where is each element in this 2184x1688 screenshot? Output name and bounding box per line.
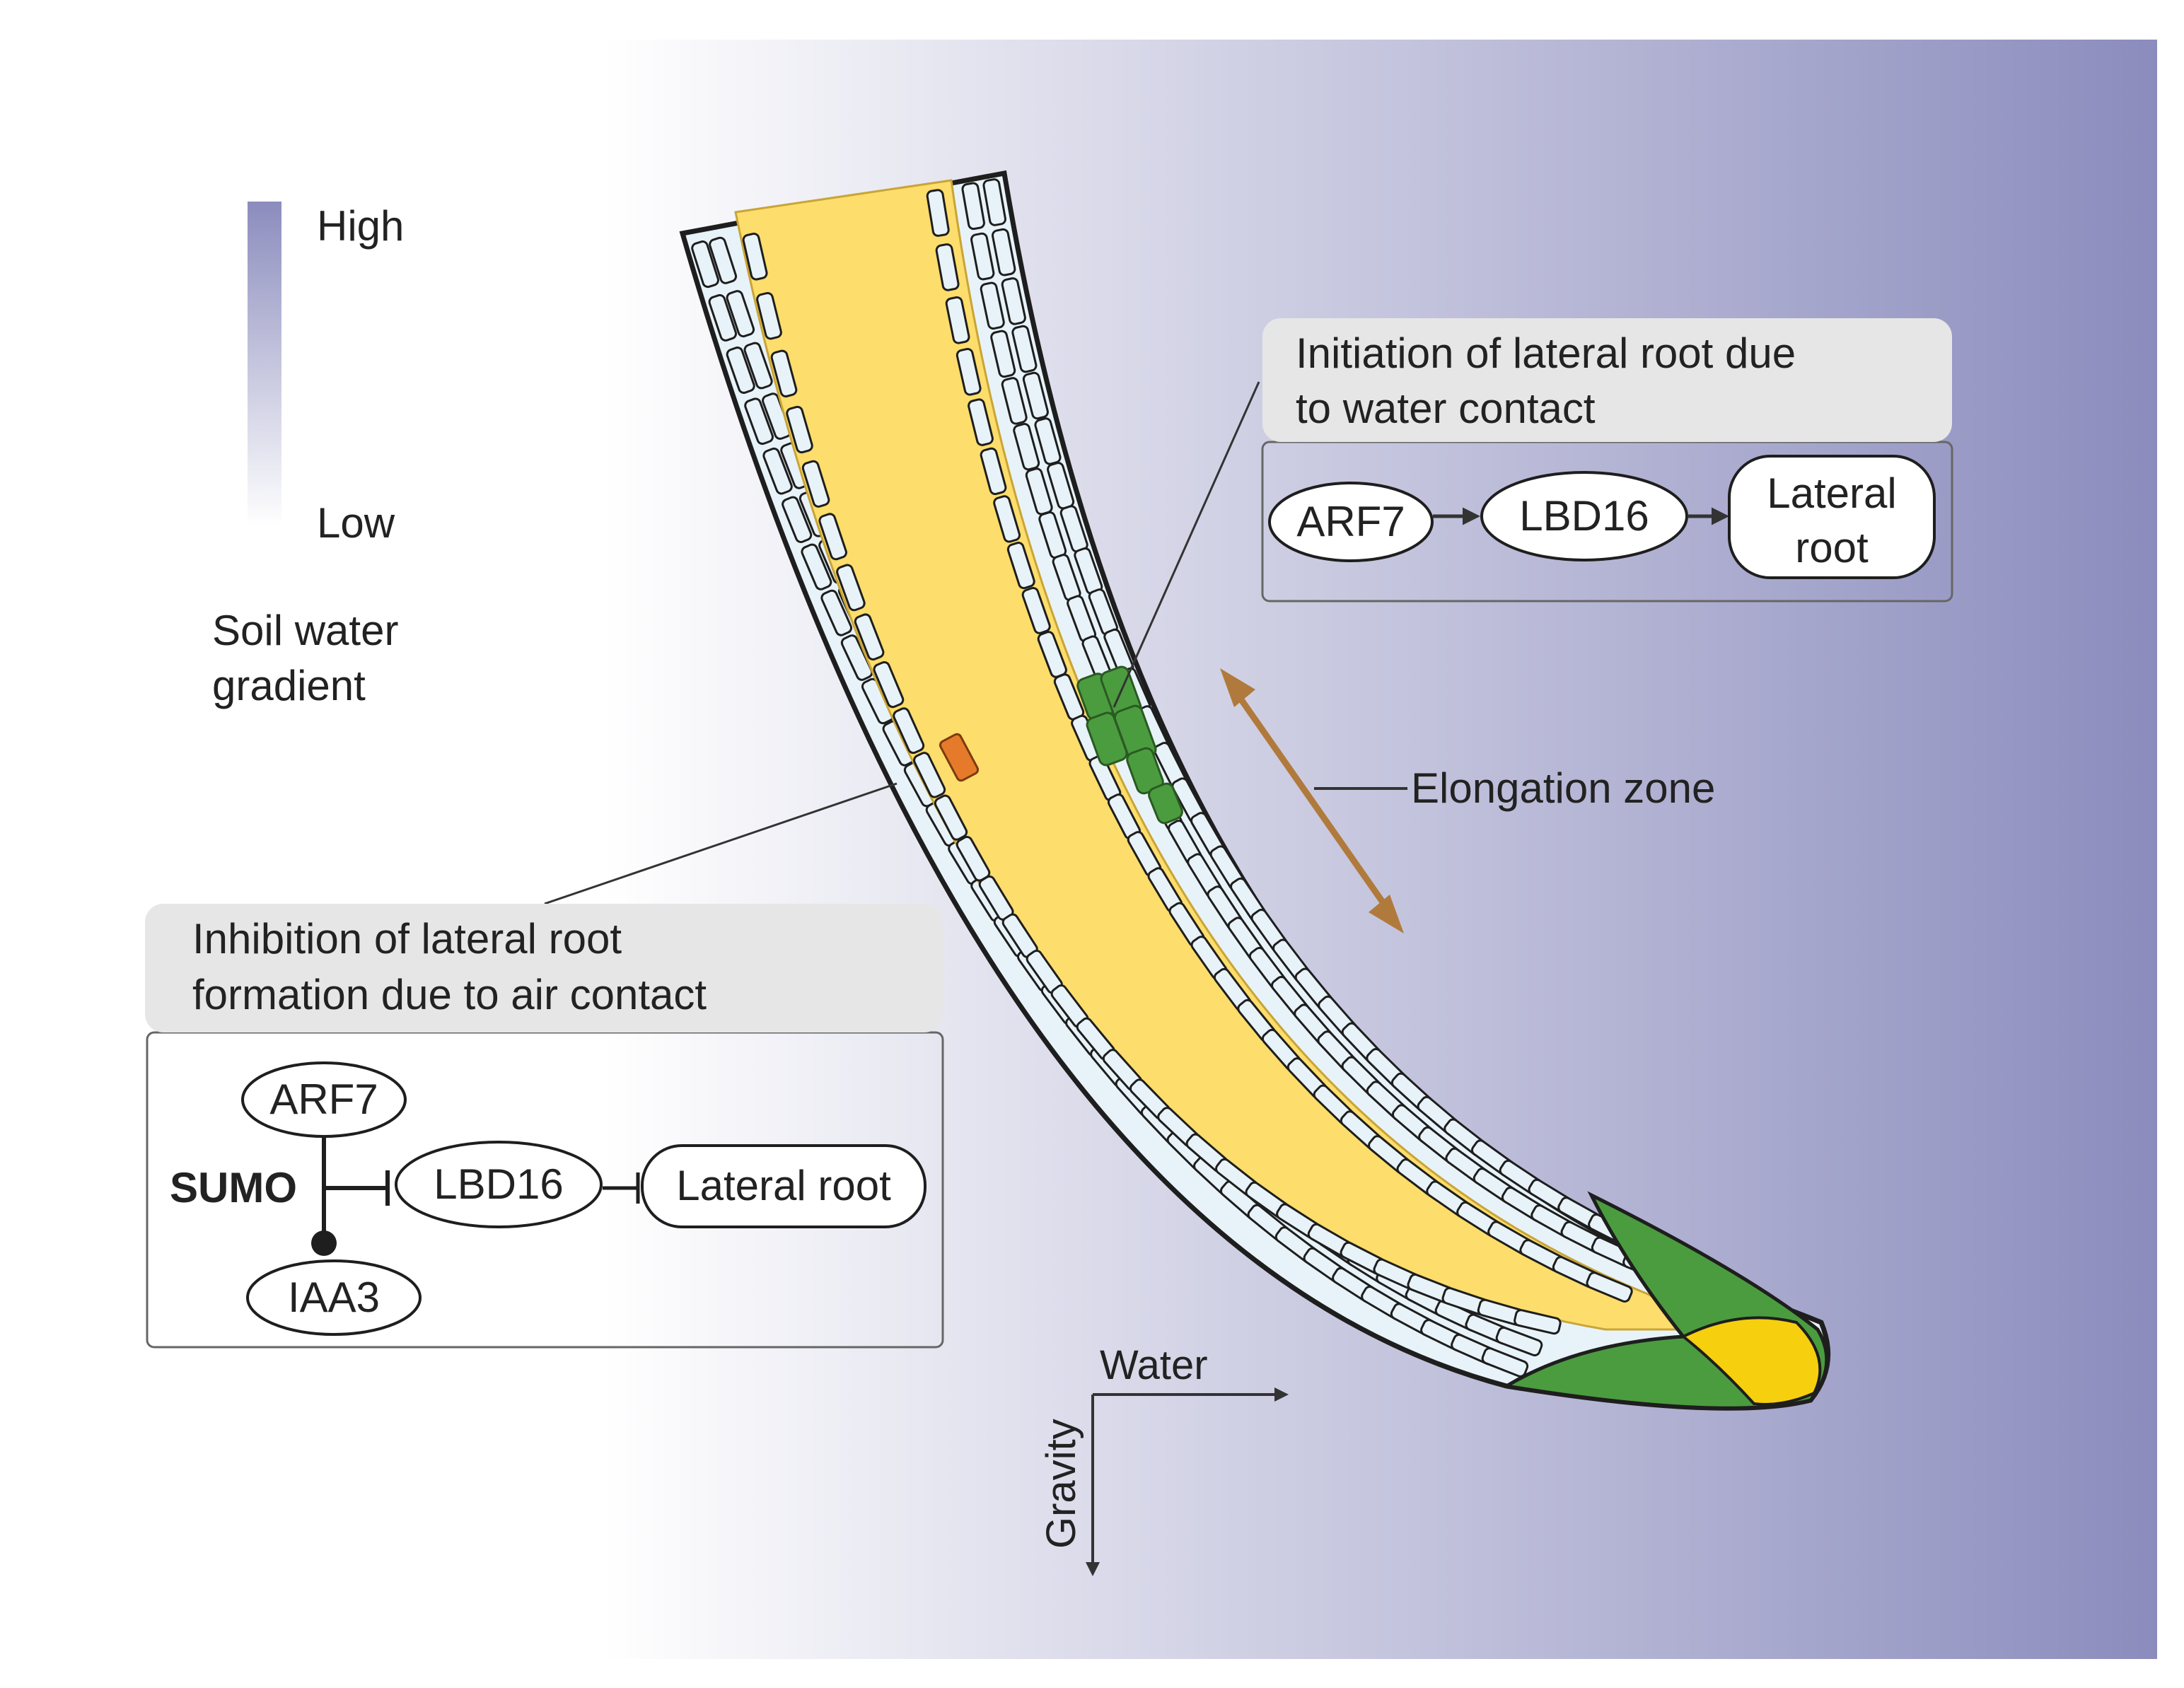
upper-lateral-line2: root [1795, 524, 1869, 571]
root-cell [873, 661, 905, 709]
lower-lbd16-node [395, 1141, 603, 1228]
lower-lbd16-label: LBD16 [434, 1160, 563, 1208]
root-cell [934, 794, 968, 841]
root-cell [708, 293, 738, 342]
upper-lateral-line1: Lateral [1767, 470, 1896, 517]
root-cell [840, 634, 873, 681]
elongation-zone-annotation: Elongation zone [1220, 668, 1715, 933]
lower-callout-line [544, 782, 898, 905]
root-cell [968, 398, 994, 446]
root-cell [1022, 371, 1049, 420]
root-cell [818, 513, 847, 561]
direction-axes: Water Gravity [1038, 1342, 1289, 1576]
sumo-dot [311, 1230, 337, 1256]
root-cell [992, 228, 1016, 277]
root-cell [926, 189, 950, 237]
root-cell [801, 460, 830, 508]
gravity-axis-label: Gravity [1038, 1419, 1084, 1549]
root-cell [854, 613, 885, 660]
root-cell [744, 397, 774, 446]
upper-lateral-root-node [1728, 455, 1936, 579]
root-cell [820, 589, 853, 636]
upper-arf7-node [1268, 482, 1434, 562]
root-cell [726, 347, 755, 394]
lower-lateral-root-node [641, 1144, 927, 1228]
root-cell [1001, 277, 1026, 325]
root-cell [893, 707, 925, 755]
root-cell [756, 291, 782, 340]
root-cell [970, 232, 995, 281]
inner-cell-layers [742, 189, 1633, 1335]
water-axis-label: Water [1100, 1342, 1208, 1388]
lower-iaa3-label: IAA3 [288, 1274, 380, 1321]
upper-lbd16-node [1480, 471, 1688, 561]
root-cell [1006, 542, 1035, 590]
root-cell [786, 405, 813, 454]
root-cell [961, 182, 985, 231]
root-cell [980, 281, 1005, 330]
root-cell [801, 543, 832, 590]
root-illustration [679, 170, 1831, 1411]
root-cell [1011, 325, 1038, 373]
root-cell [982, 178, 1006, 226]
elongation-arrow-shaft [1226, 680, 1398, 921]
root-cell [691, 240, 719, 289]
root-cell [945, 296, 970, 344]
root-cell [770, 349, 798, 397]
root-cell [709, 236, 738, 284]
elongation-zone-label: Elongation zone [1411, 764, 1715, 812]
upper-title-line2: to water contact [1296, 385, 1596, 432]
root-cell [1495, 1326, 1543, 1357]
sumo-label: SUMO [170, 1164, 297, 1211]
root-cell [742, 233, 768, 281]
upper-callout-line [1113, 381, 1260, 708]
lower-iaa3-node [246, 1259, 422, 1336]
lower-title-line1: Inhibition of lateral root [192, 915, 622, 962]
root-cell [726, 290, 755, 338]
root-cell [1001, 377, 1028, 425]
legend-title-line1: Soil water [212, 607, 398, 654]
root-cell [956, 348, 982, 396]
root-cell [782, 496, 813, 543]
lateral-root-primordium [1076, 665, 1183, 825]
air-contact-cell [939, 733, 980, 782]
root-cell [836, 564, 866, 612]
root-cell [1481, 1347, 1529, 1378]
root-cell [980, 447, 1007, 496]
root-cell [743, 342, 773, 390]
lower-arf7-label: ARF7 [269, 1076, 378, 1123]
upper-lbd16-label: LBD16 [1519, 492, 1649, 540]
lower-title-box [145, 904, 943, 1032]
root-cell [913, 752, 946, 798]
air-contact-panel: Inhibition of lateral root formation due… [145, 782, 944, 1349]
upper-title-box [1262, 318, 1952, 442]
elongation-arrowhead-bottom [1369, 895, 1404, 933]
legend-high-label: High [317, 202, 404, 250]
root-cell [1586, 1271, 1633, 1303]
legend-title-line2: gradient [212, 662, 366, 709]
lower-lateral-label: Lateral root [676, 1162, 891, 1209]
root-cell [990, 330, 1016, 378]
root-cell [1021, 586, 1051, 634]
root-cap-center [1680, 1316, 1822, 1406]
legend-low-label: Low [317, 499, 395, 547]
root-cell [1514, 1309, 1562, 1335]
root-cell [993, 495, 1021, 543]
legend-gradient-bar [248, 202, 281, 527]
elongation-arrowhead-top [1220, 668, 1255, 707]
soil-water-legend: High Low Soil water gradient [212, 202, 404, 709]
upper-arf7-label: ARF7 [1296, 498, 1405, 545]
water-contact-panel: Initiation of lateral root due to water … [1113, 318, 1953, 708]
upper-title-line1: Initiation of lateral root due [1296, 330, 1796, 377]
root-cell [935, 243, 960, 291]
root-cell [762, 447, 793, 495]
root-cell [1013, 423, 1040, 471]
lower-title-line2: formation due to air contact [192, 971, 707, 1018]
